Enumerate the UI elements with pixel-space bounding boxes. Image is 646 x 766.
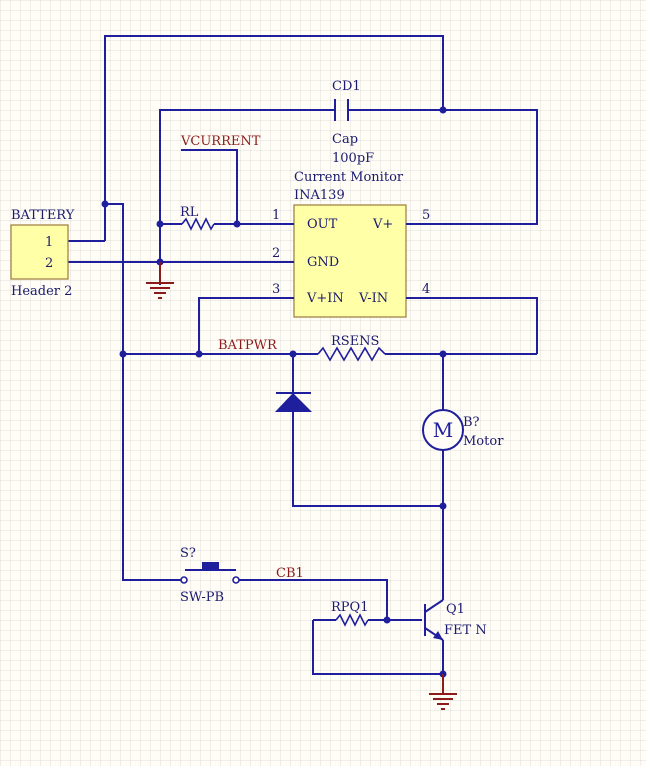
battery-body	[10, 224, 69, 280]
junction	[156, 220, 164, 228]
switch-designator: S?	[180, 546, 196, 561]
resistor-zigzag	[335, 613, 369, 627]
ina139-designator: INA139	[294, 188, 345, 203]
q1-comment: FET N	[444, 623, 487, 638]
battery-comment: Header 2	[11, 284, 72, 299]
pin-number-out: 1	[272, 208, 280, 223]
wire-battery-top	[104, 35, 444, 241]
junction	[383, 616, 391, 624]
resistor-rl[interactable]: RL	[180, 205, 215, 231]
capacitor-cd1[interactable]: CD1 Cap 100pF	[332, 79, 374, 166]
resistor-rsens[interactable]: RSENS	[317, 334, 386, 362]
rl-designator: RL	[180, 205, 199, 220]
resistor-zigzag	[317, 346, 386, 362]
junction	[439, 350, 447, 358]
transistor-q1[interactable]: Q1 FET N	[424, 599, 487, 641]
diode-triangle	[275, 393, 312, 412]
wire-cb1	[240, 579, 388, 620]
cd1-value: 100pF	[332, 151, 374, 166]
pin-number-vin-minus: 4	[422, 282, 430, 297]
switch-comment: SW-PB	[180, 590, 224, 605]
wire-diode	[292, 354, 443, 507]
pin-name-vplus: V+	[372, 217, 393, 232]
transistor-collector	[424, 599, 444, 613]
junctions	[101, 106, 447, 678]
ina139-body	[293, 204, 407, 318]
resistor-rpq1[interactable]: RPQ1	[331, 600, 369, 627]
switch-contact	[232, 576, 240, 584]
rsens-designator: RSENS	[331, 334, 379, 349]
wire-vcurrent	[181, 149, 238, 224]
ground-symbol-bottom	[429, 674, 457, 710]
junction	[289, 350, 297, 358]
junction	[195, 350, 203, 358]
pin-name-out: OUT	[307, 217, 338, 232]
switch-contact	[180, 576, 188, 584]
cd1-designator: CD1	[332, 79, 361, 94]
motor[interactable]: M B? Motor	[422, 409, 504, 451]
rpq1-designator: RPQ1	[331, 600, 368, 615]
transistor-arrow-icon	[433, 631, 443, 640]
battery-pin-1: 1	[45, 235, 53, 250]
wire-rpq1-loop	[312, 620, 443, 675]
net-label-batpwr: BATPWR	[218, 338, 278, 353]
pin-name-gnd: GND	[307, 255, 339, 270]
battery-designator: BATTERY	[11, 208, 75, 223]
net-label-vcurrent: VCURRENT	[180, 134, 261, 149]
pin-name-vin-plus: V+IN	[306, 291, 344, 306]
motor-icon: M	[433, 418, 453, 442]
ina139-comment: Current Monitor	[294, 170, 404, 185]
pin-number-vplus: 5	[422, 208, 430, 223]
junction	[101, 200, 109, 208]
pin-name-vin-minus: V-IN	[358, 291, 388, 306]
pin-number-vin-plus: 3	[272, 282, 280, 297]
switch-button-cap	[202, 562, 219, 570]
motor-circle	[422, 409, 464, 451]
net-label-cb1: CB1	[276, 566, 304, 581]
resistor-zigzag	[181, 217, 215, 231]
switch-push-button[interactable]: S? SW-PB	[180, 546, 240, 605]
motor-comment: Motor	[463, 434, 504, 449]
ground-symbol-top	[146, 262, 174, 299]
pin-number-gnd: 2	[272, 246, 280, 261]
ic-ina139[interactable]: Current Monitor INA139 1 2 3 5 4 OUT GND…	[237, 170, 440, 318]
wires	[68, 35, 538, 688]
junction	[439, 502, 447, 510]
junction	[439, 106, 447, 114]
wire-vin-plus	[198, 297, 237, 354]
wire-left-rail	[105, 203, 180, 581]
battery-pin-2: 2	[45, 256, 53, 271]
motor-designator: B?	[463, 415, 480, 430]
header-battery[interactable]: BATTERY 1 2 Header 2	[10, 208, 75, 299]
diode[interactable]	[275, 392, 312, 412]
junction	[119, 350, 127, 358]
q1-designator: Q1	[446, 602, 465, 617]
wire-vin-minus	[407, 297, 538, 354]
cd1-comment: Cap	[332, 132, 358, 147]
